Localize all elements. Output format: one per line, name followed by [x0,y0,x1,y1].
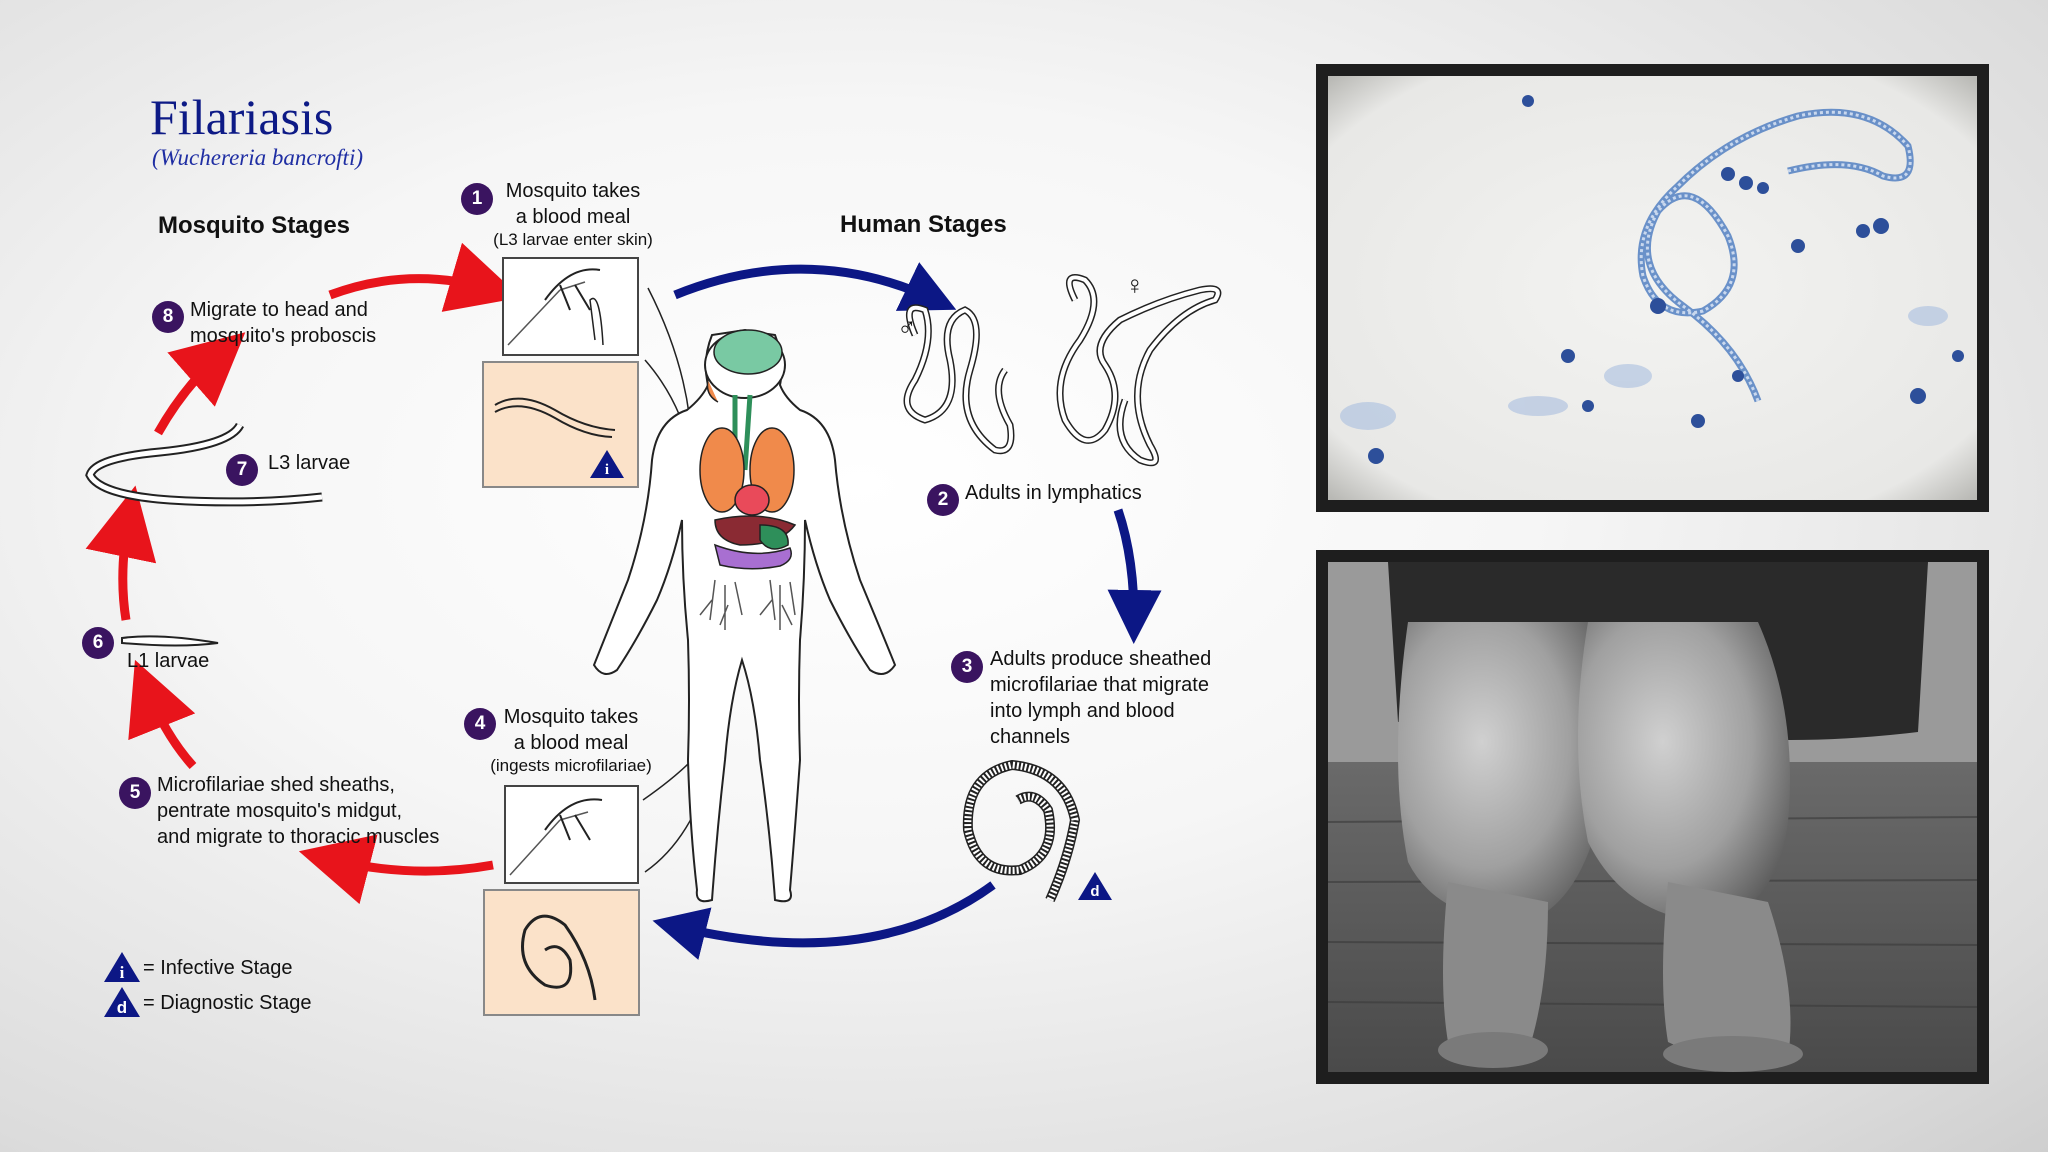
diagnostic-stage-marker [1078,872,1112,900]
step-3-label: Adults produce sheathed microfilariae th… [990,648,1212,748]
step-2-badge: 2 [927,484,959,516]
svg-text:i: i [120,963,125,982]
step-4-badge: 4 [464,708,496,740]
step-8-label: Migrate to head and mosquito's proboscis [190,299,377,347]
arrow-6-to-7 [85,485,157,621]
female-symbol: ♀ [1125,270,1145,300]
stomach [759,524,789,550]
diagram-title: Filariasis [150,89,334,145]
lymphedema-photo [1316,550,1989,1084]
step-2-label: Adults in lymphatics [965,482,1142,504]
male-adult-worm [903,304,1015,455]
legend-diagnostic-icon [104,987,140,1017]
heart [734,484,770,516]
human-body-illustration [592,328,897,903]
svg-text:d: d [1090,883,1099,900]
infective-stage-marker [590,450,624,478]
step-1-badge: 1 [461,183,493,215]
legend-infective-icon [104,952,140,982]
arrow-2-to-3 [1107,508,1162,644]
step-7-badge: 7 [226,454,258,486]
step-7-label: L3 larvae [268,452,351,474]
intestines [713,543,792,570]
human-stages-heading: Human Stages [840,211,1007,238]
arrow-5-to-6 [128,659,197,770]
step-5-label: Microfilariae shed sheaths, pentrate mos… [157,774,440,848]
microfilaria-micrograph [1316,64,1989,512]
step-6-badge: 6 [82,627,114,659]
arrow-4-to-5 [298,834,494,905]
diagram-subtitle: (Wuchereria bancrofti) [152,145,363,170]
step-5-badge: 5 [119,777,151,809]
arrow-3-to-4 [652,881,996,960]
arrow-7-to-8 [154,332,246,436]
brain [713,329,783,375]
step-8-badge: 8 [152,301,184,333]
mosquito-bite-inset-bottom [504,785,639,884]
male-symbol: ♂ [897,312,917,342]
legend-infective-label: = Infective Stage [143,957,293,979]
step-4-label: Mosquito takes a blood meal (ingests mic… [490,706,652,775]
mosquito-bite-inset-top [502,257,639,356]
microfilaria-inset [483,889,640,1016]
mosquito-stages-heading: Mosquito Stages [158,212,351,239]
svg-text:i: i [605,462,609,478]
step-3-badge: 3 [951,651,983,683]
svg-text:d: d [117,998,127,1017]
arrow-1-to-2 [673,262,957,311]
sheathed-microfilaria [962,759,1081,903]
step-6-label: L1 larvae [127,650,210,672]
arrow-8-to-1 [328,242,521,312]
l1-larva-drawing [121,635,219,647]
female-adult-worm [1056,274,1222,467]
step-1-label: Mosquito takes a blood meal (L3 larvae e… [493,180,653,249]
left-lung [699,427,745,513]
legend-diagnostic-label: = Diagnostic Stage [143,992,312,1014]
